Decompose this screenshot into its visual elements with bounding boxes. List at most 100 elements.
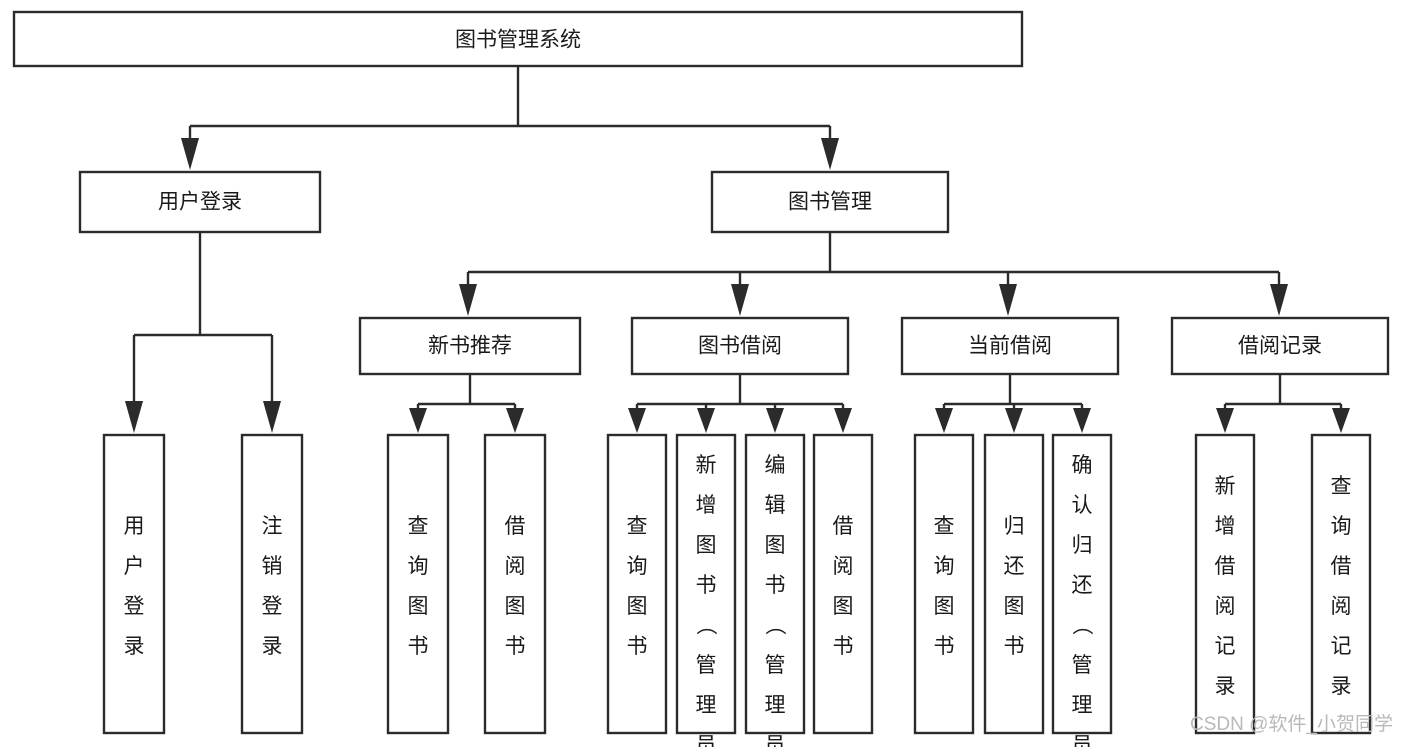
leaf-glyph: 录: [262, 635, 283, 658]
arrow-head-leaf-return-book: [1005, 408, 1023, 433]
arrow-head-leaf-add-book: [697, 408, 715, 433]
leaf-glyph: 登: [262, 595, 283, 618]
leaf-glyph: 新: [1215, 475, 1236, 498]
leaf-glyph: 记: [1215, 635, 1236, 658]
node-root-box[interactable]: [12, 10, 1024, 68]
node-leaf-add-record-box[interactable]: [1194, 433, 1256, 735]
leaf-nodes-layer: 用户登录注销登录查询图书借阅图书查询图书新增图书（管理员）编辑图书（管理员）借阅…: [102, 433, 1372, 747]
leaf-glyph: 理: [765, 694, 786, 717]
arrow-head-leaf-query-book-3: [935, 408, 953, 433]
arrow-head-leaf-user-login: [125, 401, 143, 433]
node-new-book-recommend-box[interactable]: [358, 316, 582, 376]
leaf-glyph: 询: [934, 555, 955, 578]
leaf-glyph: 录: [124, 635, 145, 658]
node-user-login-box[interactable]: [78, 170, 322, 234]
node-leaf-query-book-1-box[interactable]: [386, 433, 450, 735]
node-leaf-query-book-2-box[interactable]: [606, 433, 668, 735]
node-book-management-box[interactable]: [710, 170, 950, 234]
node-leaf-edit-book-box[interactable]: [744, 433, 806, 735]
leaf-glyph: 认: [1072, 494, 1093, 517]
arrow-head-current-borrow: [999, 284, 1017, 316]
leaf-glyph: 增: [1215, 515, 1236, 538]
node-book-management[interactable]: 图书管理: [710, 170, 950, 234]
leaf-glyph: 新: [696, 454, 717, 477]
leaf-glyph: 询: [408, 555, 429, 578]
node-current-borrow[interactable]: 当前借阅: [900, 316, 1120, 376]
node-book-borrow[interactable]: 图书借阅: [630, 316, 850, 376]
leaf-glyph: 阅: [1331, 595, 1352, 618]
leaf-glyph: 阅: [1215, 595, 1236, 618]
node-leaf-user-login-box[interactable]: [102, 433, 166, 735]
node-book-borrow-box[interactable]: [630, 316, 850, 376]
leaf-glyph: 图: [505, 595, 526, 618]
arrow-head-borrow-record: [1270, 284, 1288, 316]
leaf-glyph: 员: [1072, 734, 1093, 747]
leaf-glyph: 书: [627, 635, 648, 658]
leaf-glyph: 书: [934, 635, 955, 658]
leaf-glyph: 书: [833, 635, 854, 658]
leaf-glyph: 编: [765, 454, 786, 477]
leaf-glyph: 借: [505, 515, 526, 538]
leaf-glyph: 图: [833, 595, 854, 618]
node-current-borrow-box[interactable]: [900, 316, 1120, 376]
csdn-watermark: CSDN @软件_小贺同学: [1190, 713, 1393, 735]
node-book-borrow-label: 图书借阅: [698, 335, 782, 358]
node-root[interactable]: 图书管理系统: [12, 10, 1024, 68]
leaf-glyph: 阅: [505, 555, 526, 578]
node-leaf-confirm-return-box[interactable]: [1051, 433, 1113, 735]
node-leaf-query-record-box[interactable]: [1310, 433, 1372, 735]
node-new-book-recommend[interactable]: 新书推荐: [358, 316, 582, 376]
node-leaf-return-book-box[interactable]: [983, 433, 1045, 735]
node-borrow-record-label: 借阅记录: [1238, 335, 1322, 358]
arrow-head-leaf-query-book-1: [409, 408, 427, 433]
arrow-head-leaf-borrow-book-2: [834, 408, 852, 433]
leaf-glyph: 书: [696, 574, 717, 597]
arrow-head-leaf-query-record: [1332, 408, 1350, 433]
node-leaf-borrow-book-1-box[interactable]: [483, 433, 547, 735]
node-book-management-label: 图书管理: [788, 191, 872, 214]
arrow-head-book-borrow: [731, 284, 749, 316]
node-root-label: 图书管理系统: [455, 29, 581, 52]
node-borrow-record-box[interactable]: [1170, 316, 1390, 376]
arrow-head-leaf-add-record: [1216, 408, 1234, 433]
leaf-glyph: 记: [1331, 635, 1352, 658]
leaf-glyph: （: [1070, 614, 1093, 635]
leaf-glyph: 归: [1072, 534, 1093, 557]
leaf-glyph: 录: [1215, 675, 1236, 698]
leaf-glyph: 理: [1072, 694, 1093, 717]
leaf-glyph: 销: [262, 555, 283, 578]
leaf-glyph: 图: [934, 595, 955, 618]
node-leaf-logout-login-box[interactable]: [240, 433, 304, 735]
leaf-glyph: 管: [1072, 654, 1093, 677]
node-leaf-borrow-book-2-box[interactable]: [812, 433, 874, 735]
leaf-glyph: 图: [765, 534, 786, 557]
leaf-glyph: 书: [1004, 635, 1025, 658]
arrow-head-new-book-recommend: [459, 284, 477, 316]
node-user-login[interactable]: 用户登录: [78, 170, 322, 234]
leaf-glyph: 用: [124, 515, 145, 538]
node-leaf-user-login[interactable]: 用户登录: [102, 433, 166, 735]
node-leaf-add-book-box[interactable]: [675, 433, 737, 735]
node-borrow-record[interactable]: 借阅记录: [1170, 316, 1390, 376]
node-leaf-user-login-label: 用户登录: [124, 515, 145, 658]
leaf-glyph: 增: [696, 494, 717, 517]
node-leaf-query-book-3-box[interactable]: [913, 433, 975, 735]
